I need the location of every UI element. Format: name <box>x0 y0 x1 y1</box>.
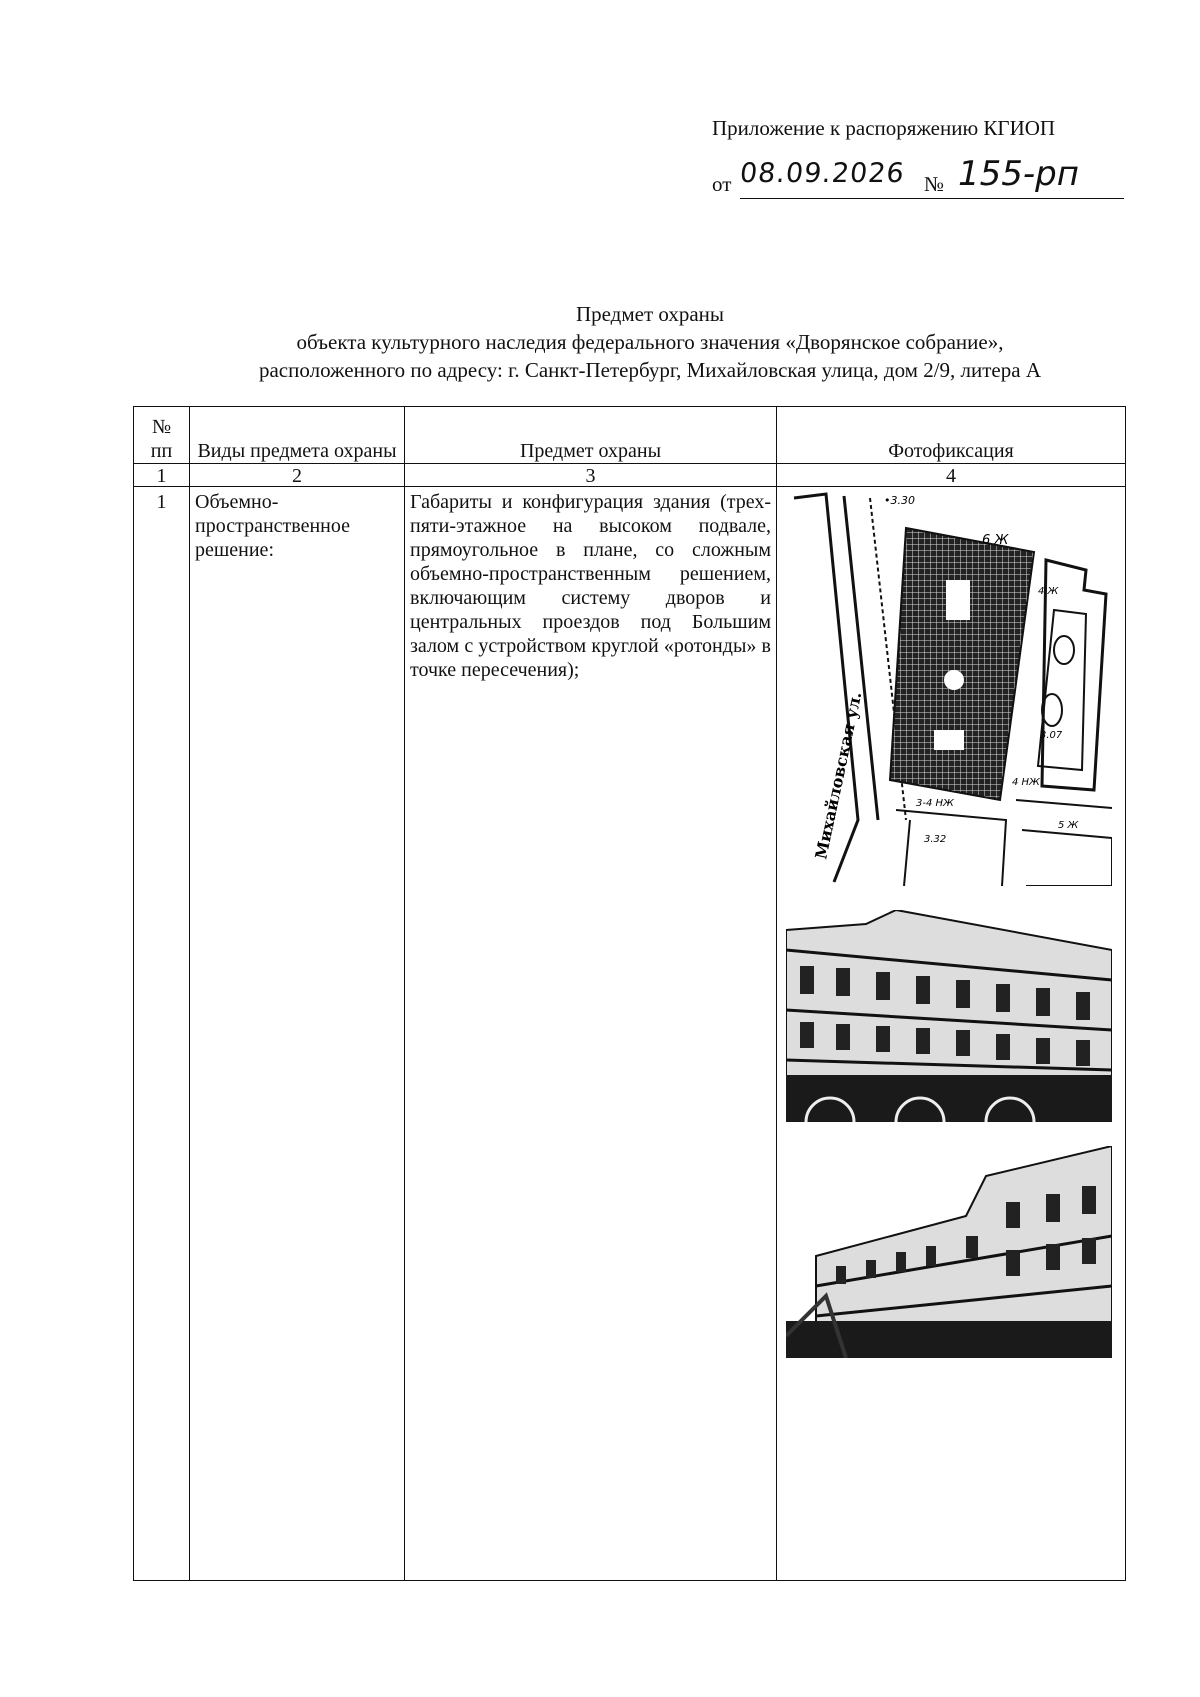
header-subject: Предмет охраны <box>404 406 777 464</box>
map-mark: 3.07 <box>1040 730 1063 741</box>
protection-table: № пп Виды предмета охраны Предмет охраны… <box>133 406 1126 1581</box>
map-mark: 4 НЖ <box>1012 777 1041 788</box>
row-type: Объемно-пространственное решение: <box>189 486 405 1581</box>
decree-date: 08.09.2026 <box>738 158 907 189</box>
building-photo-corner <box>786 1146 1112 1358</box>
document-subtitle-address: расположенного по адресу: г. Санкт-Петер… <box>258 358 1041 382</box>
header-num: № пп <box>133 406 190 464</box>
row-subject: Габариты и конфигурация здания (трех-пят… <box>404 486 777 1581</box>
map-mark: 3-4 НЖ <box>916 798 955 809</box>
building-photo-front <box>786 910 1112 1122</box>
appendix-line: Приложение к распоряжению КГИОП <box>712 116 1056 140</box>
decree-underline <box>740 198 1124 199</box>
map-mark: 6 Ж <box>982 533 1009 548</box>
header-photo: Фотофиксация <box>776 406 1126 464</box>
col-number: 3 <box>404 463 777 487</box>
map-mark: 4 Ж <box>1038 586 1060 597</box>
header-type: Виды предмета охраны <box>189 406 405 464</box>
decree-prefix: от <box>712 172 732 196</box>
map-mark: •3.30 <box>884 494 915 507</box>
decree-reference: от 08.09.2026 № 155-рп <box>712 154 1124 199</box>
col-number: 2 <box>189 463 405 487</box>
row-num: 1 <box>133 486 190 1581</box>
col-number: 1 <box>133 463 190 487</box>
table-row: 1 Объемно-пространственное решение: Габа… <box>133 486 1126 1581</box>
decree-number-label: № <box>924 172 945 196</box>
site-plan-image: Михайловская ул. •3.30 6 Ж 4 Ж 3.07 4 НЖ <box>786 490 1112 886</box>
map-mark: 5 Ж <box>1058 820 1080 831</box>
table-header-row: № пп Виды предмета охраны Предмет охраны… <box>133 406 1126 464</box>
col-number: 4 <box>776 463 1126 487</box>
map-mark: 3.32 <box>924 834 946 845</box>
document-title: Предмет охраны <box>575 302 725 326</box>
document-subtitle-object: объекта культурного наследия федеральног… <box>296 330 1004 354</box>
column-number-row: 1 2 3 4 <box>133 463 1126 487</box>
row-photos: Михайловская ул. •3.30 6 Ж 4 Ж 3.07 4 НЖ <box>776 486 1126 1581</box>
decree-number: 155-рп <box>958 154 1079 194</box>
